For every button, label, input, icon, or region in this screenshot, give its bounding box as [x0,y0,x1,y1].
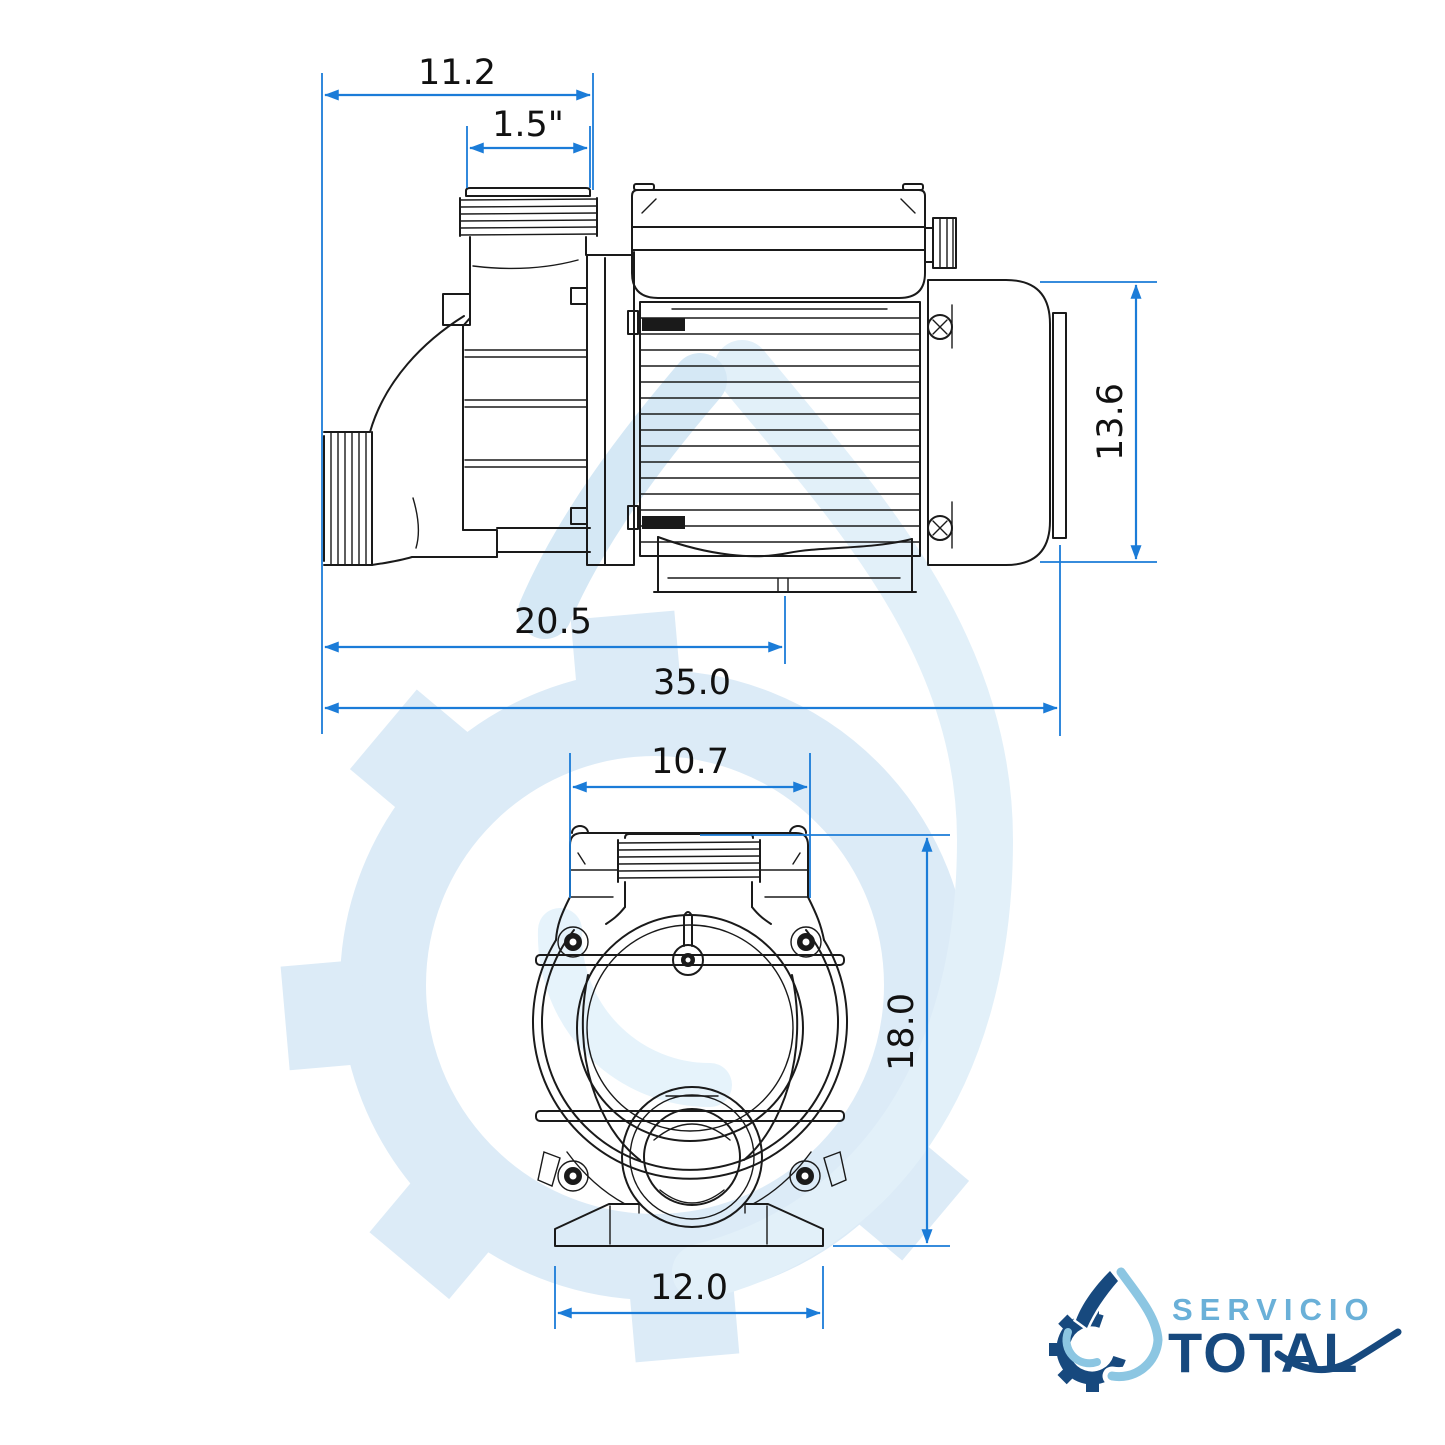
dimension-overall-height: 18.0 [700,834,950,1247]
dim-label-overall-height: 18.0 [882,993,922,1071]
dim-label-motor-height: 13.6 [1091,383,1131,461]
front-base [554,1151,824,1247]
front-face-screws [537,926,847,1192]
face-screw [790,926,822,958]
dimension-port-size: 1.5" [466,105,591,188]
front-body [532,914,848,1180]
clamp-band-lower [535,1110,845,1122]
cap-screw-lower [927,515,953,541]
dim-label-front-top-width: 10.7 [651,742,729,782]
dimension-overall-length: 35.0 [324,545,1061,736]
dimension-motor-height: 13.6 [1040,281,1157,563]
front-threaded-port [605,833,772,925]
dimension-top-width: 11.2 [321,53,594,734]
side-view [323,183,1067,593]
watermark-drop-icon [518,340,1014,1300]
front-top-housing [555,825,825,941]
logo-text-servicio: SERVICIO [1172,1292,1376,1327]
dim-label-pump-length: 20.5 [514,602,592,642]
side-top-port [442,187,598,531]
cap-screw-upper [927,314,953,340]
dim-label-top-width: 11.2 [418,53,496,93]
face-screw [557,1160,589,1192]
logo-drop-gear-icon [1049,1262,1168,1392]
watermark-gear-icon [280,610,970,1363]
side-volute [323,251,635,566]
side-motor [627,301,921,557]
dimension-pump-length: 20.5 [324,596,786,664]
brand-logo: SERVICIO TOTAL [1049,1262,1402,1392]
vent-slot-lower [642,516,685,529]
dimension-front-top-width: 10.7 [569,742,811,898]
shaft-end-plate [1052,312,1067,539]
dim-label-port-size: 1.5" [492,105,564,145]
logo-text-total: TOTAL [1168,1321,1359,1384]
front-discharge-port [621,1086,763,1228]
logo-swoosh [1274,1328,1402,1374]
conduit-fitting [924,217,957,269]
side-end-cap [927,279,1067,566]
side-motor-foot [653,536,917,593]
watermark-logo [280,340,1014,1363]
front-bleed-valve [672,911,704,976]
front-view [532,825,848,1247]
dimensions: 11.2 1.5" 13.6 20.5 35.0 10.7 [321,53,1157,1329]
vent-slot-upper [642,318,685,331]
face-screw [789,1160,821,1192]
face-screw [557,926,589,958]
side-terminal-box [631,183,957,299]
dim-label-overall-length: 35.0 [653,663,731,703]
dimension-base-width: 12.0 [554,1266,824,1329]
dim-label-base-width: 12.0 [650,1268,728,1308]
